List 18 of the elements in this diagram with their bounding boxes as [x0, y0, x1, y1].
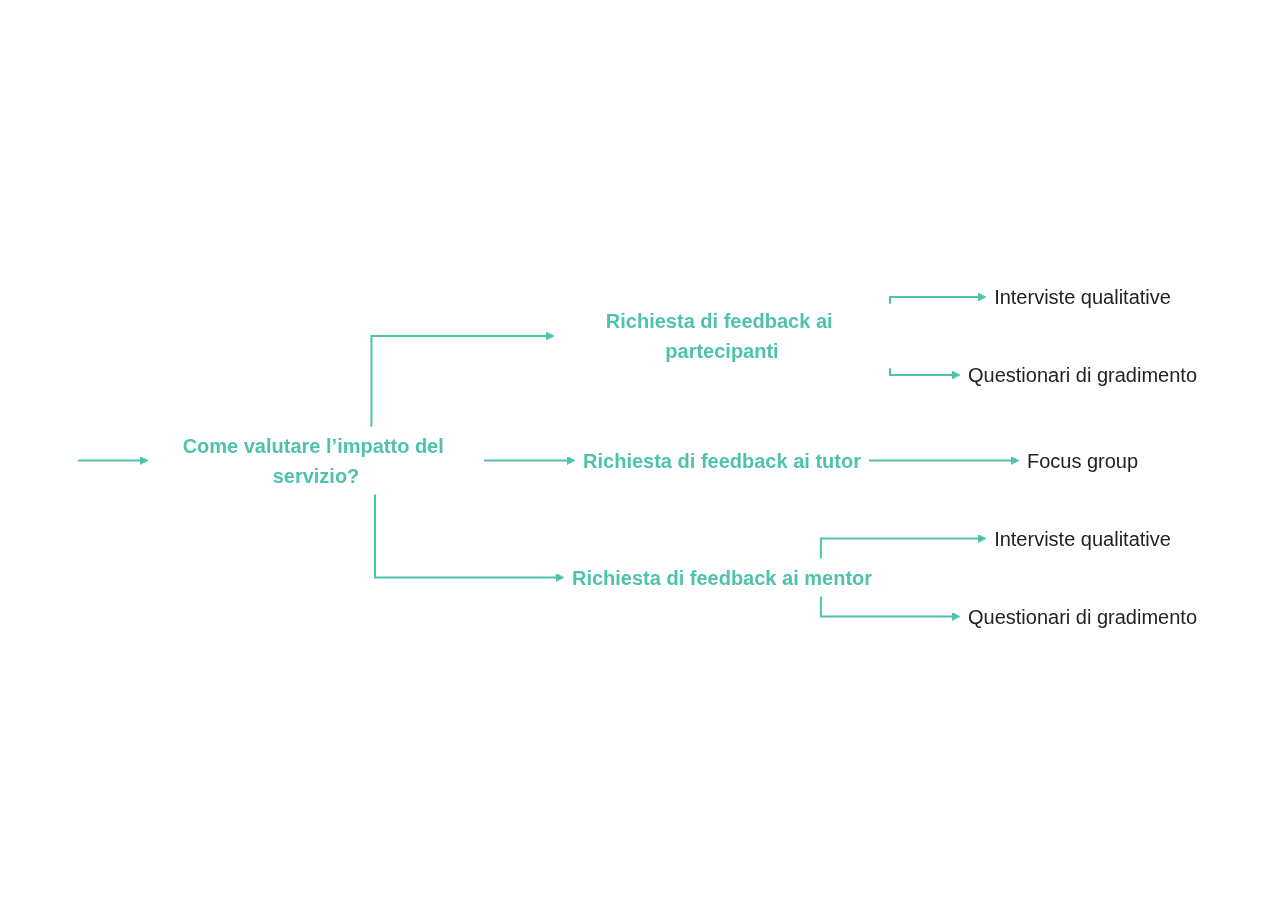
arrow — [868, 455, 1020, 465]
arrow — [370, 331, 555, 428]
method-text: Interviste qualitative — [994, 284, 1172, 310]
question-text: Richiesta di feedback ai mentor — [572, 565, 873, 591]
arrow — [820, 595, 961, 621]
arrow — [889, 292, 987, 305]
method-text: Questionari di gradimento — [968, 604, 1198, 630]
arrow — [483, 455, 576, 465]
arrow — [374, 493, 565, 582]
arrow — [889, 367, 961, 380]
arrow — [820, 533, 987, 560]
method-text: Questionari di gradimento — [968, 362, 1198, 388]
method-text: Interviste qualitative — [994, 526, 1172, 552]
method-text: Focus group — [1027, 448, 1139, 474]
question-text: Richiesta di feedback ai tutor — [583, 448, 862, 474]
arrow — [77, 455, 149, 465]
question-text: Richiesta di feedback ai partecipanti — [605, 308, 835, 364]
question-text: Come valutare l’impatto del servizio? — [182, 433, 446, 489]
